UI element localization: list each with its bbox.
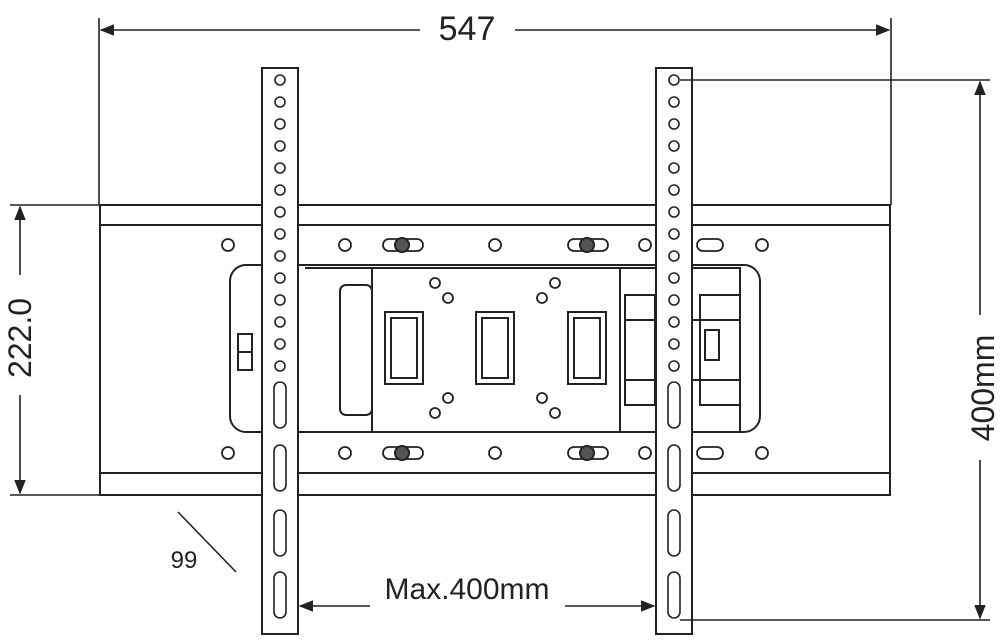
left-vertical-arm: [261, 67, 299, 635]
vertical-span-label: 400mm: [965, 335, 1000, 442]
slot-bolts: [394, 237, 595, 461]
pivot-bracket-left: [384, 311, 424, 385]
depth-label: 99: [171, 547, 198, 574]
dimension-width-line: [98, 18, 892, 205]
frame-height-label: 222.0: [2, 298, 38, 378]
dimension-depth-line: [177, 511, 237, 573]
overall-width-label: 547: [439, 10, 496, 48]
dimension-frame-height-line: [10, 204, 100, 496]
pivot-bracket-right: [567, 311, 607, 385]
frame-holes: [221, 238, 769, 460]
pivot-bracket-center: [475, 311, 515, 385]
max-spacing-label: Max.400mm: [384, 573, 549, 606]
dimension-vertical-span-line: [680, 79, 990, 621]
right-vertical-arm: [655, 67, 693, 635]
